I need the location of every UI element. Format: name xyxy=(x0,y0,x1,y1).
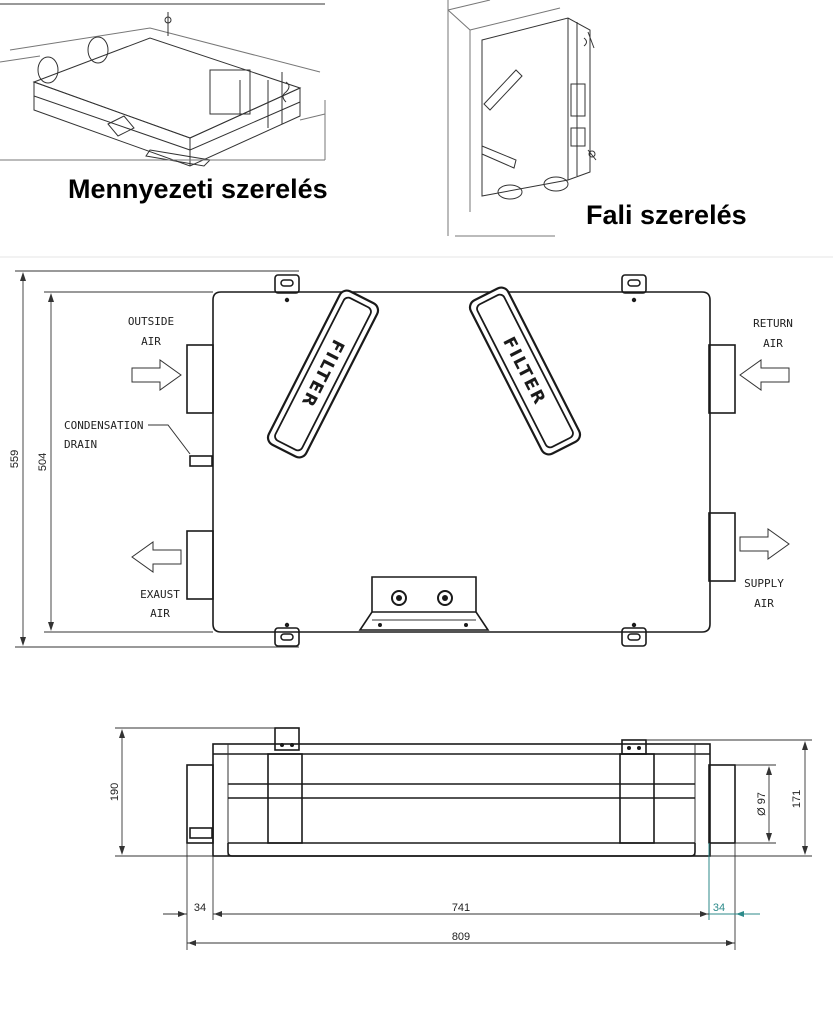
ceiling-mounting-caption: Mennyezeti szerelés xyxy=(68,174,328,204)
outside-air-arrow-icon xyxy=(131,359,182,391)
return-air-label-line2: AIR xyxy=(763,337,783,350)
supply-air-label-line2: AIR xyxy=(754,597,774,610)
connection-box xyxy=(358,576,490,631)
condensation-drain-label-line1: CONDENSATION xyxy=(64,419,143,432)
unit-body-front xyxy=(212,291,711,633)
dim-outer-height: 559 xyxy=(9,450,21,468)
dim-spigot-diameter: Ø 97 xyxy=(756,792,768,816)
condensation-drain-pipe xyxy=(189,455,213,467)
mounting-lug-top-right xyxy=(621,274,647,294)
return-air-label-line1: RETURN xyxy=(753,317,793,330)
front-dimensions xyxy=(15,270,299,648)
dim-side-height: 190 xyxy=(109,783,121,801)
ceiling-mounting-sketch xyxy=(0,3,326,167)
outside-air-label-line1: OUTSIDE xyxy=(128,315,174,328)
filter-left: FILTER xyxy=(266,289,380,459)
mounting-lug-top-left xyxy=(274,274,300,294)
dim-total-width: 809 xyxy=(452,931,470,943)
condensation-drain-label-line2: DRAIN xyxy=(64,438,97,451)
supply-air-spigot xyxy=(708,512,736,582)
side-view xyxy=(186,727,736,857)
return-air-spigot xyxy=(708,344,736,414)
outside-air-spigot xyxy=(186,344,214,414)
supply-air-label-line1: SUPPLY xyxy=(744,577,784,590)
dim-left-spigot: 34 xyxy=(194,902,206,914)
unit-body-side xyxy=(212,743,711,857)
front-view: FILTER FILTER xyxy=(131,274,790,647)
dim-inner-height: 504 xyxy=(37,453,49,471)
exaust-air-label-line1: EXAUST xyxy=(140,588,180,601)
wall-mounting-sketch xyxy=(447,0,597,237)
dim-right-height: 171 xyxy=(791,790,803,808)
exaust-air-label-line2: AIR xyxy=(150,607,170,620)
dim-right-spigot: 34 xyxy=(713,902,725,914)
outside-air-label-line2: AIR xyxy=(141,335,161,348)
mounting-lug-bottom-left xyxy=(274,627,300,647)
filter-right: FILTER xyxy=(468,286,582,456)
mounting-lug-bottom-right xyxy=(621,627,647,647)
return-air-arrow-icon xyxy=(739,359,790,391)
side-dimensions xyxy=(115,727,812,950)
exaust-air-arrow-icon xyxy=(131,541,182,573)
supply-air-arrow-icon xyxy=(739,528,790,560)
dim-body-width: 741 xyxy=(452,902,470,914)
wall-mounting-caption: Fali szerelés xyxy=(586,200,747,230)
exaust-air-spigot xyxy=(186,530,214,600)
